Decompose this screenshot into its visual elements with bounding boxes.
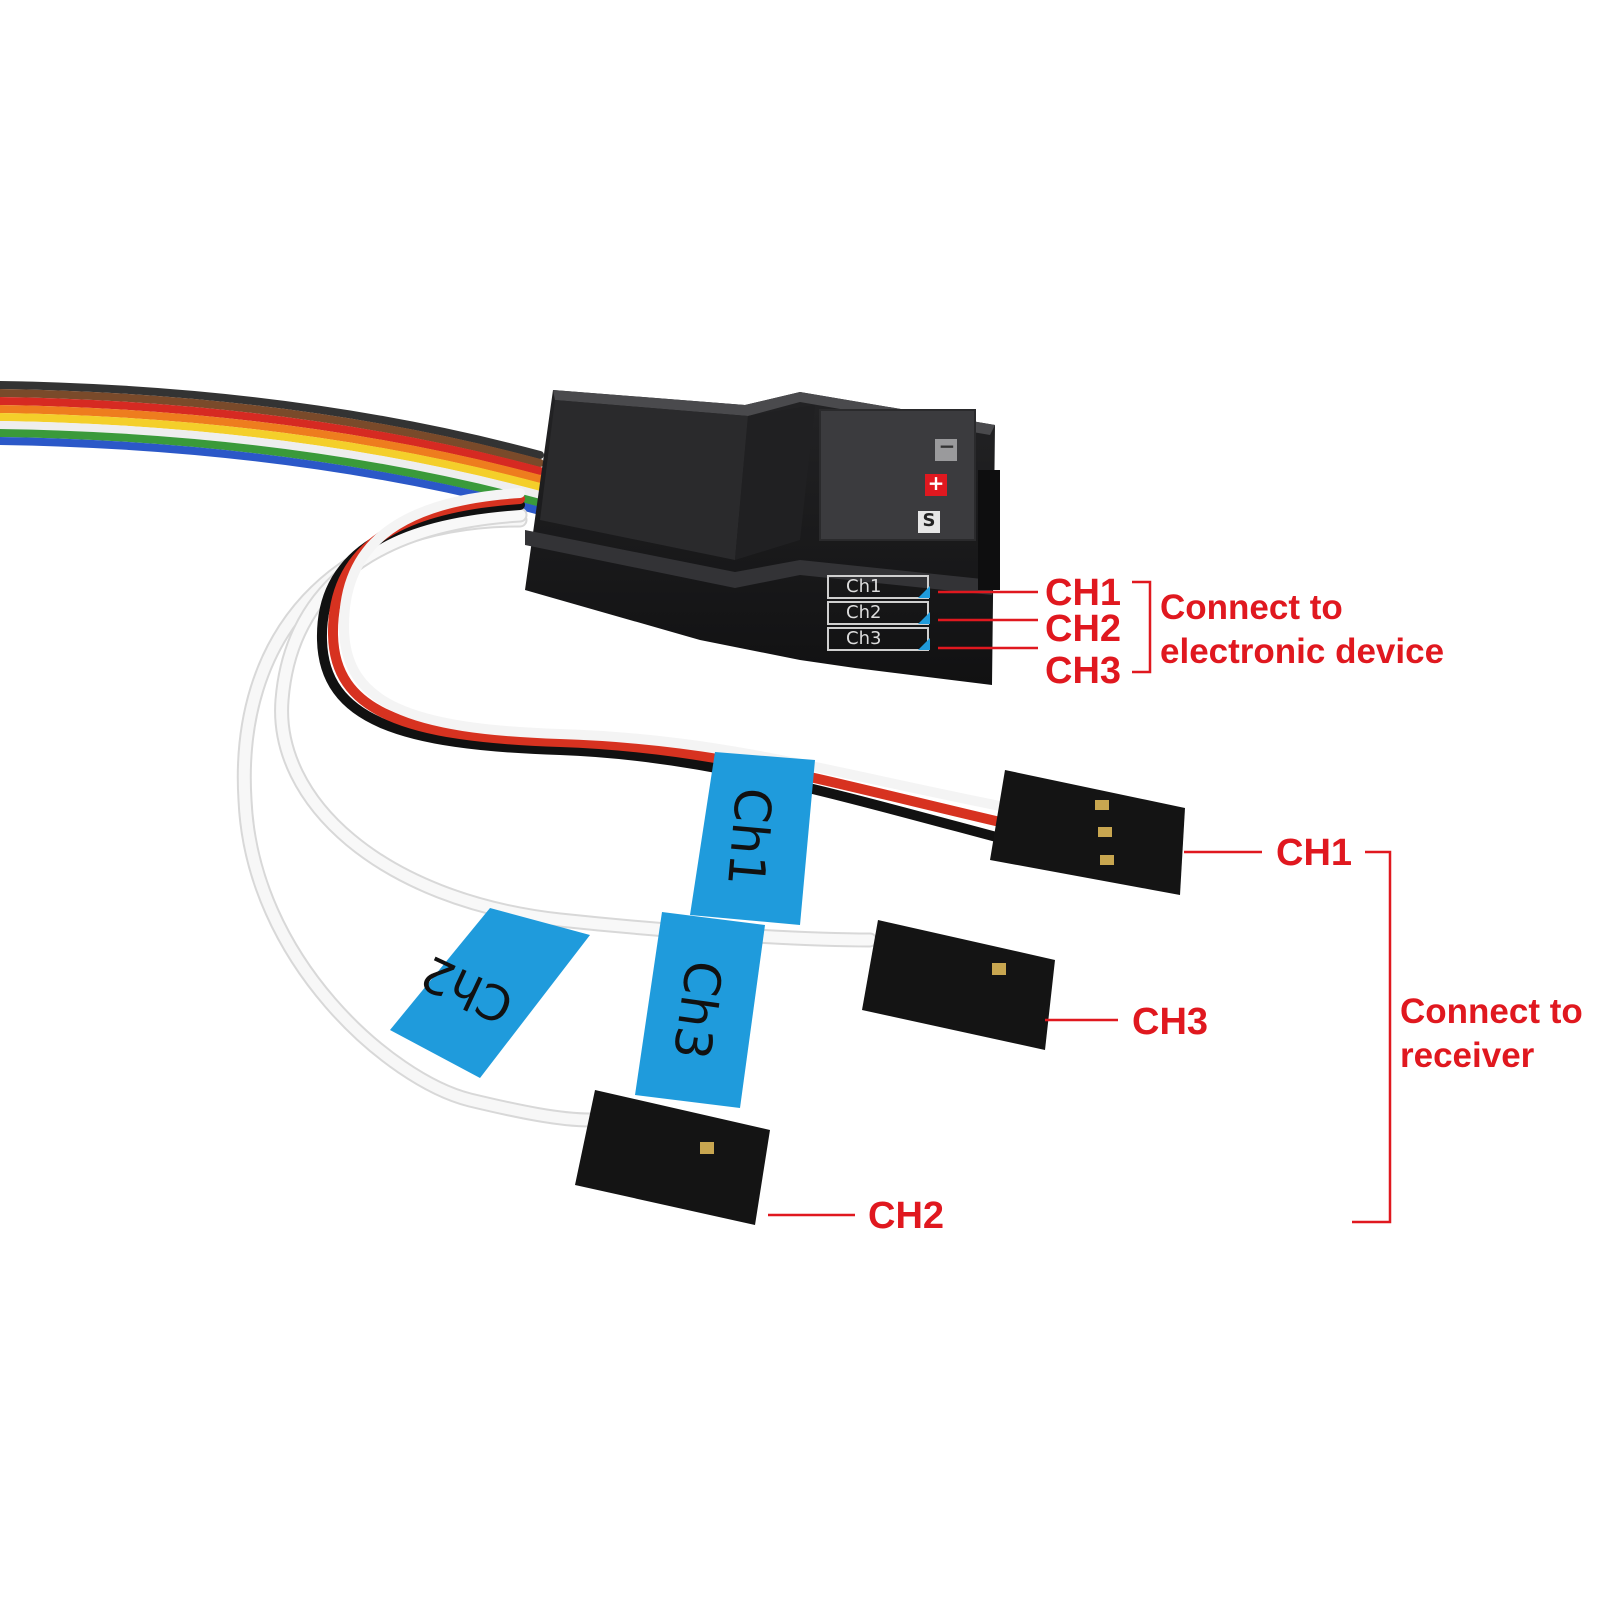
signal-badge [918,511,940,533]
module-label-ch3: Ch3 [846,628,882,649]
callout-receiver-ch3: CH3 [1132,1001,1209,1043]
connector-ch3 [862,920,1055,1050]
module-label-ch2: Ch2 [846,602,882,623]
plus-label: + [927,471,945,495]
tape-text-ch3: Ch3 [661,957,733,1063]
pin-panel [819,409,976,541]
receiver-callout-lines [768,850,1392,1224]
module-label-ch1: Ch1 [846,576,882,597]
signal-label: S [922,510,936,531]
callout-receiver-ch2: CH2 [868,1195,945,1237]
tape-ch3 [635,912,765,1108]
connector-ch1 [990,770,1185,895]
tape-ch2 [390,908,590,1078]
callout-device-ch1: CH1 [1045,572,1122,614]
callout-device-desc-line1: Connect to [1160,588,1343,627]
servo-port [978,470,1000,590]
tape-text-ch1: Ch1 [716,785,783,889]
device-callout-lines [938,580,1152,674]
tape-ch1 [690,752,815,925]
callout-device-ch3: CH3 [1045,650,1122,692]
callout-device-desc-line2: electronic device [1160,632,1445,671]
callout-receiver-desc-line2: receiver [1400,1036,1535,1075]
callout-receiver-desc-line1: Connect to [1400,992,1583,1031]
callout-receiver-ch1: CH1 [1276,832,1353,874]
connector-ch2 [575,1090,770,1225]
callout-device-ch2: CH2 [1045,608,1122,650]
minus-label: − [938,434,956,458]
module-channel-labels [827,575,930,651]
ribbon-cable [0,381,544,515]
plus-badge [925,474,947,496]
minus-badge [935,439,957,461]
adapter-module [525,390,1000,685]
wire-bundle [236,488,1005,1128]
